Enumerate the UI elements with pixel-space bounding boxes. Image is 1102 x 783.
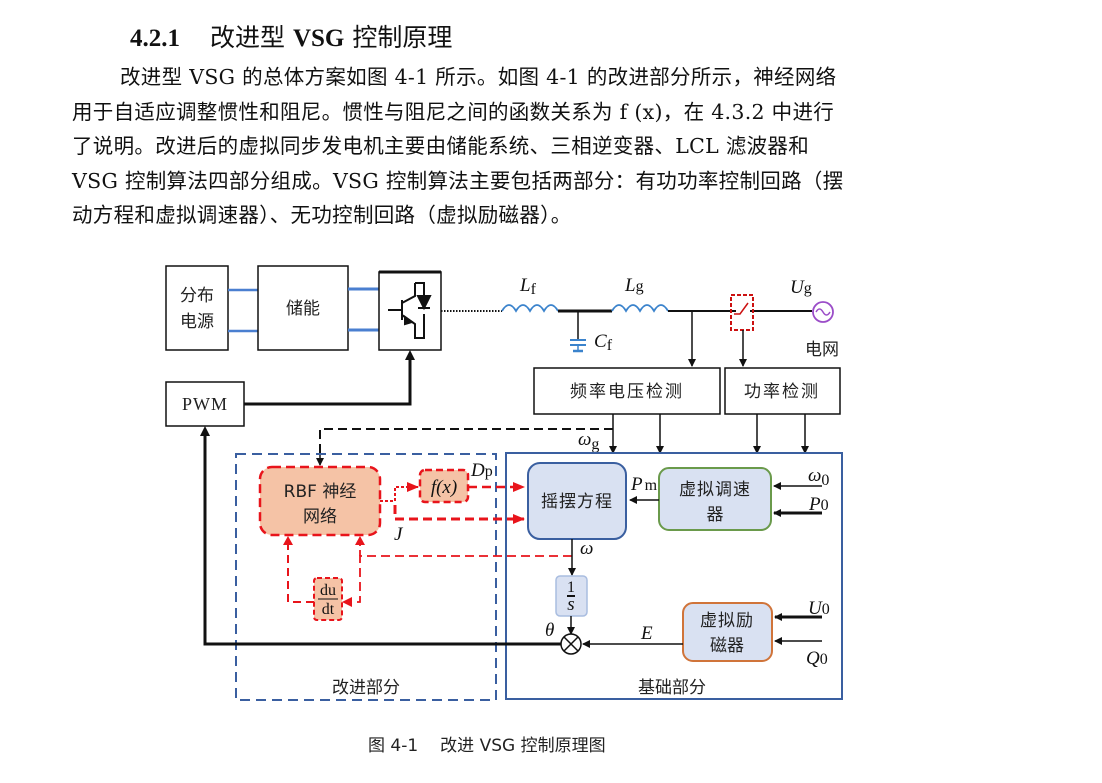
section-number: 4.2.1 [130, 25, 180, 52]
omega-feedback-line [345, 555, 572, 603]
multiplier-icon [560, 633, 582, 655]
label-theta: θ [545, 620, 554, 641]
figure-caption-text: 改进 VSG 控制原理图 [440, 736, 606, 756]
freq-voltage-detect-label: 频率电压检测 [570, 382, 684, 402]
pwm-label: PWM [182, 394, 228, 414]
label-dp: Dp [470, 460, 493, 481]
label-omega: ω [580, 538, 593, 559]
basic-part-label: 基础部分 [638, 678, 706, 698]
paragraph-line: VSG 控制算法四部分组成。VSG 控制算法主要包括两部分：有功功率控制回路（摆 [72, 168, 844, 193]
paragraph-line: 改进型 VSG 的总体方案如图 4-1 所示。如图 4-1 的改进部分所示，神经… [120, 65, 837, 89]
paragraph-line: 了说明。改进后的虚拟同步发电机主要由储能系统、三相逆变器、LCL 滤波器和 [72, 134, 810, 158]
virtual-exciter-label-2: 磁器 [710, 636, 744, 656]
body-paragraph: 改进型 VSG 的总体方案如图 4-1 所示。如图 4-1 的改进部分所示，神经… [72, 60, 952, 233]
switch-icon [734, 302, 749, 315]
grid-label: 电网 [805, 340, 839, 360]
rbf-label-2: 网络 [303, 507, 337, 527]
virtual-governor-label-1: 虚拟调速 [679, 480, 751, 500]
label-ug: Ug [790, 277, 812, 298]
section-title-vsg: VSG [292, 25, 345, 52]
rbf-network-block [258, 465, 382, 537]
swing-equation-label: 摇摆方程 [541, 492, 613, 512]
figure-caption-label: 图 4-1 [368, 736, 419, 756]
virtual-governor-label-2: 器 [707, 505, 724, 525]
omega-g-feed-line [319, 428, 613, 462]
storage-label: 储能 [286, 299, 320, 319]
fx-label: f(x) [431, 477, 457, 498]
section-title-suffix: 控制原理 [352, 23, 453, 52]
virtual-exciter-block [682, 602, 773, 662]
label-omega0: ω0 [808, 465, 829, 489]
breaker-frame [730, 294, 754, 331]
power-detect-label: 功率检测 [744, 382, 820, 402]
section-title-prefix: 改进型 [210, 23, 286, 52]
rbf-label-1: RBF 神经 [284, 482, 357, 502]
paragraph-line: 动方程和虚拟调速器）、无功控制回路（虚拟励磁器）。 [72, 203, 572, 227]
inductor-lg-icon [611, 304, 669, 313]
distributed-source-label-1: 分布 [180, 286, 214, 306]
modulation-signal-line [203, 430, 561, 646]
derivative-denominator: dt [322, 601, 335, 618]
label-lg: Lg [624, 275, 644, 296]
paragraph-line: 用于自适应调整惯性和阻尼。惯性与阻尼之间的函数关系为 f (x)，在 4.3.2… [72, 99, 835, 124]
igbt-icon [388, 282, 432, 339]
distributed-source-label-2: 电源 [180, 312, 214, 332]
virtual-exciter-label-1: 虚拟励 [700, 611, 754, 631]
freq-voltage-detect-block [533, 367, 721, 415]
improved-part-frame [235, 453, 497, 701]
label-lf: Lf [519, 275, 537, 298]
derivative-numerator: du [320, 582, 336, 599]
label-j: J [394, 524, 404, 545]
label-e: E [640, 623, 653, 644]
label-q0: Q0 [806, 648, 828, 669]
rbf-to-fx-line [380, 482, 419, 502]
virtual-governor-block [658, 467, 772, 531]
label-p0: P0 [808, 494, 829, 515]
derivative-to-rbf-line [287, 538, 314, 603]
storage-block [257, 265, 349, 351]
label-cf: Cf [594, 331, 613, 354]
improved-part-label: 改进部分 [332, 678, 400, 698]
power-detect-block [724, 367, 841, 415]
integrator-numerator: 1 [567, 579, 575, 596]
figure-caption: 图 4-1 改进 VSG 控制原理图 [368, 731, 606, 756]
label-omega-g: ωg [578, 429, 599, 453]
section-heading: 4.2.1 改进型 VSG 控制原理 [130, 18, 452, 54]
j-line [393, 505, 525, 524]
integrator-denominator: s [567, 594, 574, 615]
inductor-lf-icon [501, 304, 559, 313]
capacitor-cf-icon [570, 339, 586, 353]
label-u0: U0 [808, 598, 830, 619]
swing-equation-block [527, 462, 627, 540]
distributed-source-block [165, 265, 229, 351]
basic-part-frame [505, 452, 843, 700]
